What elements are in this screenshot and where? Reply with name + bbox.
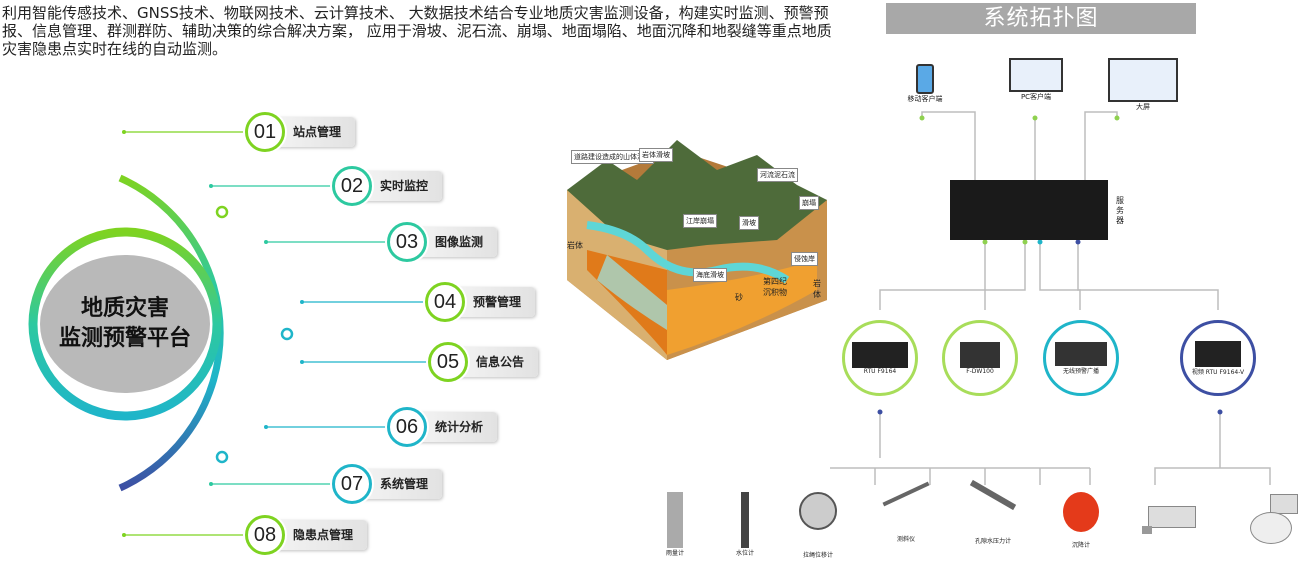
menu-number: 01 xyxy=(245,112,285,152)
scene-tag: 侵蚀岸 xyxy=(791,252,818,266)
menu-label: 隐患点管理 xyxy=(275,520,368,550)
scene-tag: 海底滑坡 xyxy=(693,268,727,282)
bullet-camera-icon xyxy=(1138,500,1196,534)
menu-item-system-management[interactable]: 07 系统管理 xyxy=(332,464,443,504)
rain-gauge: 雨量计 xyxy=(652,492,698,557)
video-rtu-device: 视频 RTU F9164-V xyxy=(1180,320,1256,396)
broadcast-icon xyxy=(1055,341,1107,366)
menu-item-site-management[interactable]: 01 站点管理 xyxy=(245,112,356,152)
large-screen-client: 大屏 xyxy=(1108,58,1178,112)
menu-item-announcements[interactable]: 05 信息公告 xyxy=(428,342,539,382)
settlement-gauge: 沉降计 xyxy=(1056,492,1106,549)
menu-label: 实时监控 xyxy=(362,171,443,201)
dome-camera-icon xyxy=(1244,494,1300,544)
draw-wire-sensor: 拉绳位移计 xyxy=(788,492,848,559)
menu-label: 预警管理 xyxy=(455,287,536,317)
scene-label: 砂 xyxy=(735,293,743,302)
menu-number: 07 xyxy=(332,464,372,504)
mobile-client: 移动客户端 xyxy=(905,64,945,104)
settlement-icon xyxy=(1063,492,1099,532)
menu-item-realtime-monitoring[interactable]: 02 实时监控 xyxy=(332,166,443,206)
geology-illustration: 道路建设造成的山体滑坡 岩体滑坡 河流泥石流 崩塌 江岸崩塌 滑坡 侵蚀岸 海底… xyxy=(527,130,827,360)
rtu-icon xyxy=(852,341,908,368)
menu-number: 04 xyxy=(425,282,465,322)
menu-label: 站点管理 xyxy=(275,117,356,147)
menu-label: 图像监测 xyxy=(417,227,498,257)
draw-wire-icon xyxy=(799,492,837,530)
water-level-icon xyxy=(741,492,749,548)
hub-title-line1: 地质灾害 xyxy=(80,296,169,321)
platform-hub: 地质灾害 监测预警平台 xyxy=(40,255,210,393)
water-level-gauge: 水位计 xyxy=(722,492,768,557)
scene-label: 岩体 xyxy=(813,279,821,299)
video-rtu-icon xyxy=(1195,340,1241,367)
menu-number: 03 xyxy=(387,222,427,262)
menu-item-hazard-management[interactable]: 08 隐患点管理 xyxy=(245,515,368,555)
intro-paragraph: 利用智能传感技术、GNSS技术、物联网技术、云计算技术、 大数据技术结合专业地质… xyxy=(2,4,832,58)
scene-tag: 岩体滑坡 xyxy=(639,148,673,162)
dw100-device: F-DW100 xyxy=(942,320,1018,396)
scene-tag: 道路建设造成的山体滑坡 xyxy=(571,150,654,164)
rtu-device: RTU F9164 xyxy=(842,320,918,396)
scene-tag: 崩塌 xyxy=(799,196,819,210)
dw100-icon xyxy=(960,341,1000,368)
menu-number: 08 xyxy=(245,515,285,555)
menu-label: 信息公告 xyxy=(458,347,539,377)
rain-gauge-icon xyxy=(667,492,683,548)
monitor-icon xyxy=(1009,58,1063,92)
scene-label: 岩体 xyxy=(567,241,583,250)
topology-lines xyxy=(830,111,1271,485)
phone-icon xyxy=(916,64,934,94)
menu-item-statistics[interactable]: 06 统计分析 xyxy=(387,407,498,447)
server-label: 服务器 xyxy=(1116,196,1124,225)
scene-label: 第四纪沉积物 xyxy=(763,277,787,297)
scene-tag: 河流泥石流 xyxy=(757,168,798,182)
menu-number: 06 xyxy=(387,407,427,447)
inclinometer: 测斜仪 xyxy=(876,481,936,543)
scene-tag: 江岸崩塌 xyxy=(683,214,717,228)
menu-item-image-monitoring[interactable]: 03 图像监测 xyxy=(387,222,498,262)
large-screen-icon xyxy=(1108,58,1178,102)
scene-tag: 滑坡 xyxy=(739,216,759,230)
server-rack-icon xyxy=(950,180,1108,240)
pc-client: PC客户端 xyxy=(1008,58,1064,102)
hub-title-line2: 监测预警平台 xyxy=(58,326,191,351)
broadcast-device: 无线预警广播 xyxy=(1043,320,1119,396)
topology-title: 系统拓扑图 xyxy=(886,3,1196,34)
menu-label: 统计分析 xyxy=(417,412,498,442)
menu-number: 02 xyxy=(332,166,372,206)
menu-label: 系统管理 xyxy=(362,469,443,499)
menu-item-alert-management[interactable]: 04 预警管理 xyxy=(425,282,536,322)
menu-number: 05 xyxy=(428,342,468,382)
platform-ring xyxy=(28,130,428,537)
piezometer: 孔隙水压力计 xyxy=(958,479,1028,545)
